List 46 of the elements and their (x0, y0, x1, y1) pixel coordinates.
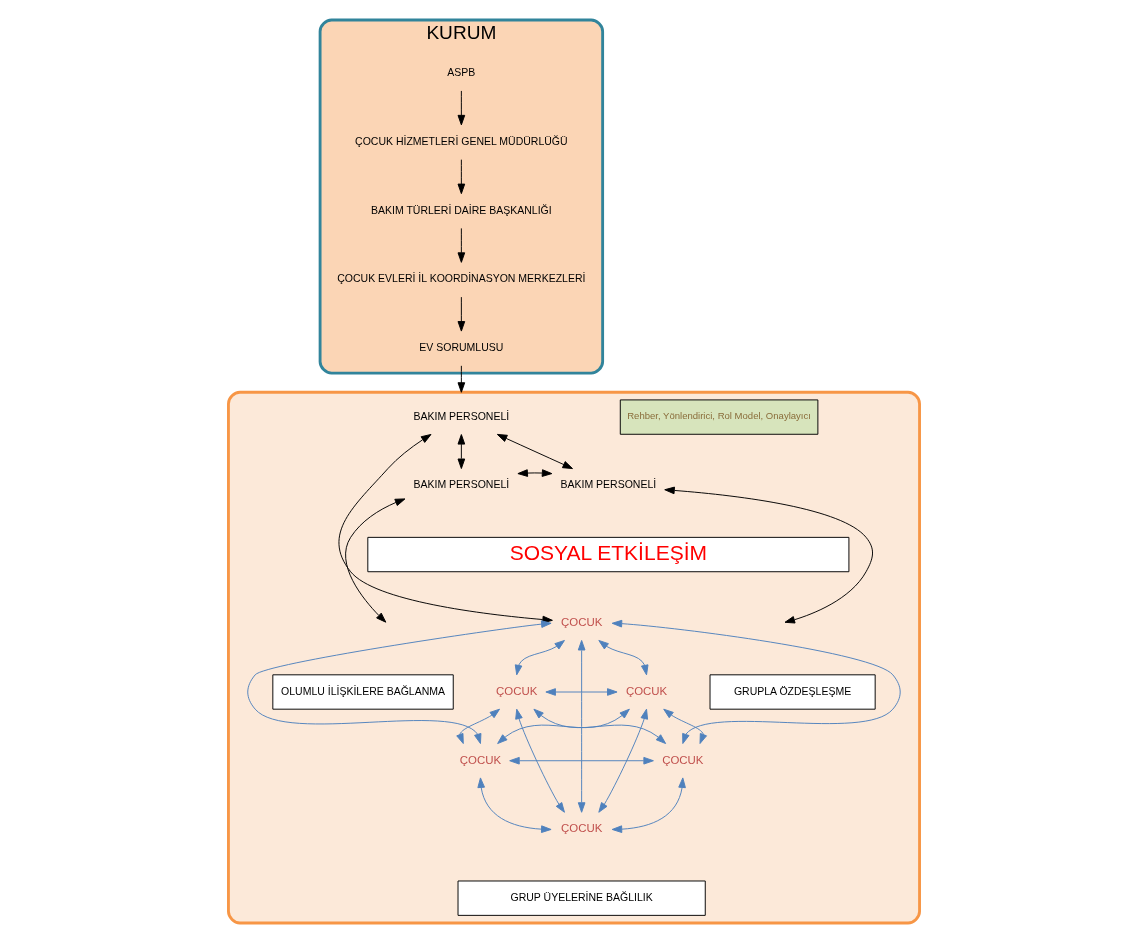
node-text: ÇOCUK (496, 684, 538, 697)
arrow (515, 708, 565, 813)
arrow (457, 296, 466, 332)
arrow (457, 159, 466, 195)
arrow (533, 708, 667, 745)
arrow (457, 434, 466, 469)
node-text: ASPB (447, 66, 476, 79)
arrow (545, 688, 618, 696)
arrow (477, 777, 552, 833)
arrow (457, 90, 466, 126)
node-box: Rehber, Yönlendirici, Rol Model, Onaylayıcı (619, 399, 819, 435)
arrow (457, 227, 466, 263)
arrow (497, 708, 630, 745)
arrow (345, 498, 406, 623)
node-text: BAKIM PERSONELİ (413, 409, 510, 422)
arrow (338, 433, 553, 624)
node-text: EV SORUMLUSU (419, 341, 504, 354)
node-box: OLUMLU İLİŞKİLERE BAĞLANMA (272, 674, 454, 710)
arrow (598, 708, 649, 813)
arrow (496, 433, 573, 470)
node-text: ÇOCUK HİZMETLERİ GENEL MÜDÜRLÜĞÜ (355, 134, 568, 147)
arrow (611, 777, 686, 833)
node-box: GRUP ÜYELERİNE BAĞLILIK (457, 880, 706, 916)
node-text: ÇOCUK (625, 684, 668, 697)
node-text: BAKIM PERSONELİ (413, 478, 510, 491)
node-box: GRUPLA ÖZDEŞLEŞME (709, 674, 876, 710)
node-text: BAKIM PERSONELİ (560, 478, 657, 491)
node-box: SOSYAL ETKİLEŞİM (367, 536, 850, 573)
node-text: ÇOCUK (459, 753, 502, 766)
arrow (663, 708, 708, 745)
arrow (611, 619, 901, 745)
arrow (509, 756, 654, 765)
node-text: ÇOCUK EVLERİ İL KOORDİNASYON MERKEZLERİ (337, 272, 586, 285)
cluster (227, 390, 921, 925)
arrow (664, 486, 873, 624)
arrow (598, 639, 649, 676)
arrow (457, 365, 466, 393)
arrow (247, 620, 552, 745)
node-text: ÇOCUK (662, 753, 704, 766)
node-text: ÇOCUK (560, 822, 603, 835)
node-text: BAKIM TÜRLERİ DAİRE BAŞKANLIĞI (371, 203, 552, 216)
node-text: ÇOCUK (560, 616, 603, 629)
arrow (514, 639, 565, 676)
arrow (456, 708, 501, 745)
arrow (517, 469, 553, 477)
arrow (577, 639, 586, 813)
